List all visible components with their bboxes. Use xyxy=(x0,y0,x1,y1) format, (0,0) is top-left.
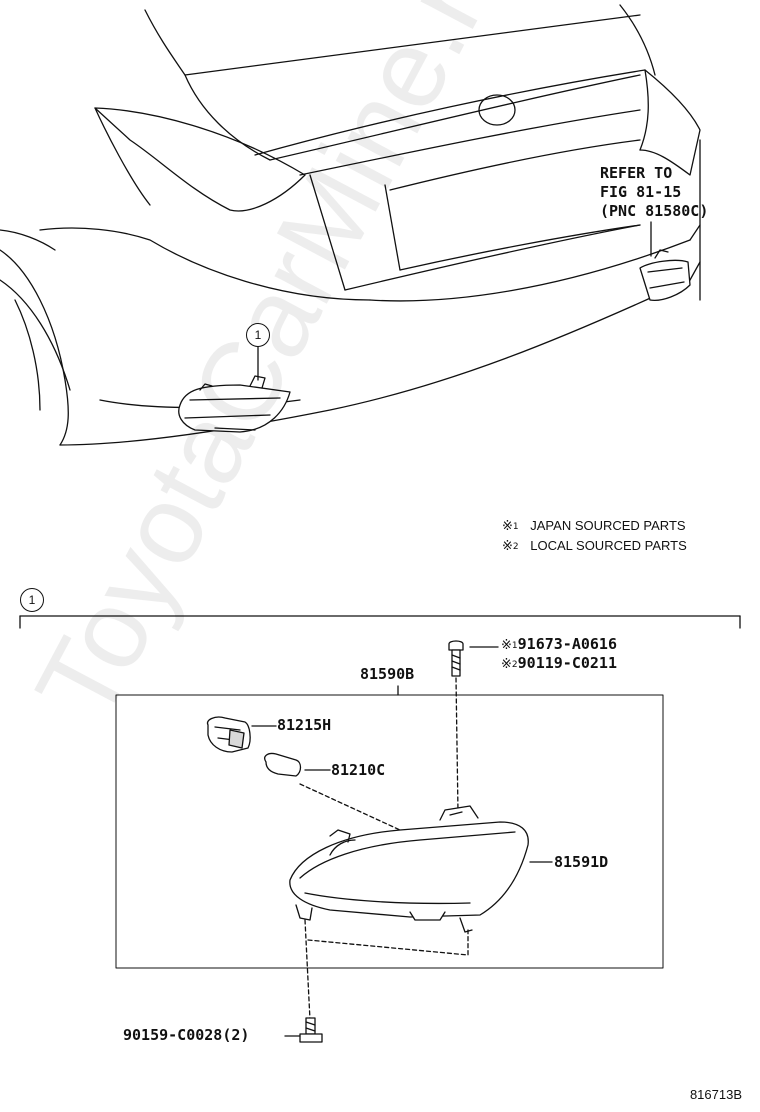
refer-line-1: REFER TO xyxy=(600,164,673,182)
part-socket: 81215H xyxy=(277,716,332,734)
screw-japan-number: 91673-A0616 xyxy=(517,635,617,653)
group-callout-top: 1 xyxy=(246,323,270,347)
legend-symbol-2: ※ xyxy=(502,539,513,554)
bulb-part xyxy=(264,752,401,831)
refer-line-2: FIG 81-15 xyxy=(600,183,682,201)
part-lens: 81591D xyxy=(554,853,609,871)
legend-num-1: 1 xyxy=(512,522,519,532)
screw-local-number: 90119-C0211 xyxy=(517,654,617,672)
part-screw-japan: ※191673-A0616 xyxy=(501,635,617,653)
screw-japan-num: 1 xyxy=(511,641,518,651)
part-screw-local: ※290119-C0211 xyxy=(501,654,617,672)
screw-local-num: 2 xyxy=(511,660,518,670)
vehicle-rear-view xyxy=(0,4,701,446)
legend-num-2: 2 xyxy=(512,542,519,552)
figure-code: 816713B xyxy=(689,1087,742,1102)
part-bolt: 90159-C0028(2) xyxy=(123,1026,250,1044)
group-callout-detail: 1 xyxy=(20,588,44,612)
group-bracket xyxy=(19,615,741,629)
part-assembly: 81590B xyxy=(360,665,415,683)
socket-part xyxy=(206,716,277,753)
part-bulb: 81210C xyxy=(331,761,386,779)
assembly-box xyxy=(115,694,664,969)
screw-local-symbol: ※ xyxy=(501,657,512,672)
bolt-bottom xyxy=(284,1017,323,1043)
legend-symbol-1: ※ xyxy=(502,519,513,534)
refer-line-3: (PNC 81580C) xyxy=(600,202,709,220)
lamp-housing xyxy=(289,805,553,933)
screw-top xyxy=(448,640,499,813)
legend-item-1: ※1 JAPAN SOURCED PARTS xyxy=(502,519,686,533)
bolt-dash-lines xyxy=(304,919,469,1021)
legend-text-1: JAPAN SOURCED PARTS xyxy=(530,518,686,533)
legend-item-2: ※2 LOCAL SOURCED PARTS xyxy=(502,539,687,553)
screw-japan-symbol: ※ xyxy=(501,638,512,653)
legend-text-2: LOCAL SOURCED PARTS xyxy=(530,538,687,553)
